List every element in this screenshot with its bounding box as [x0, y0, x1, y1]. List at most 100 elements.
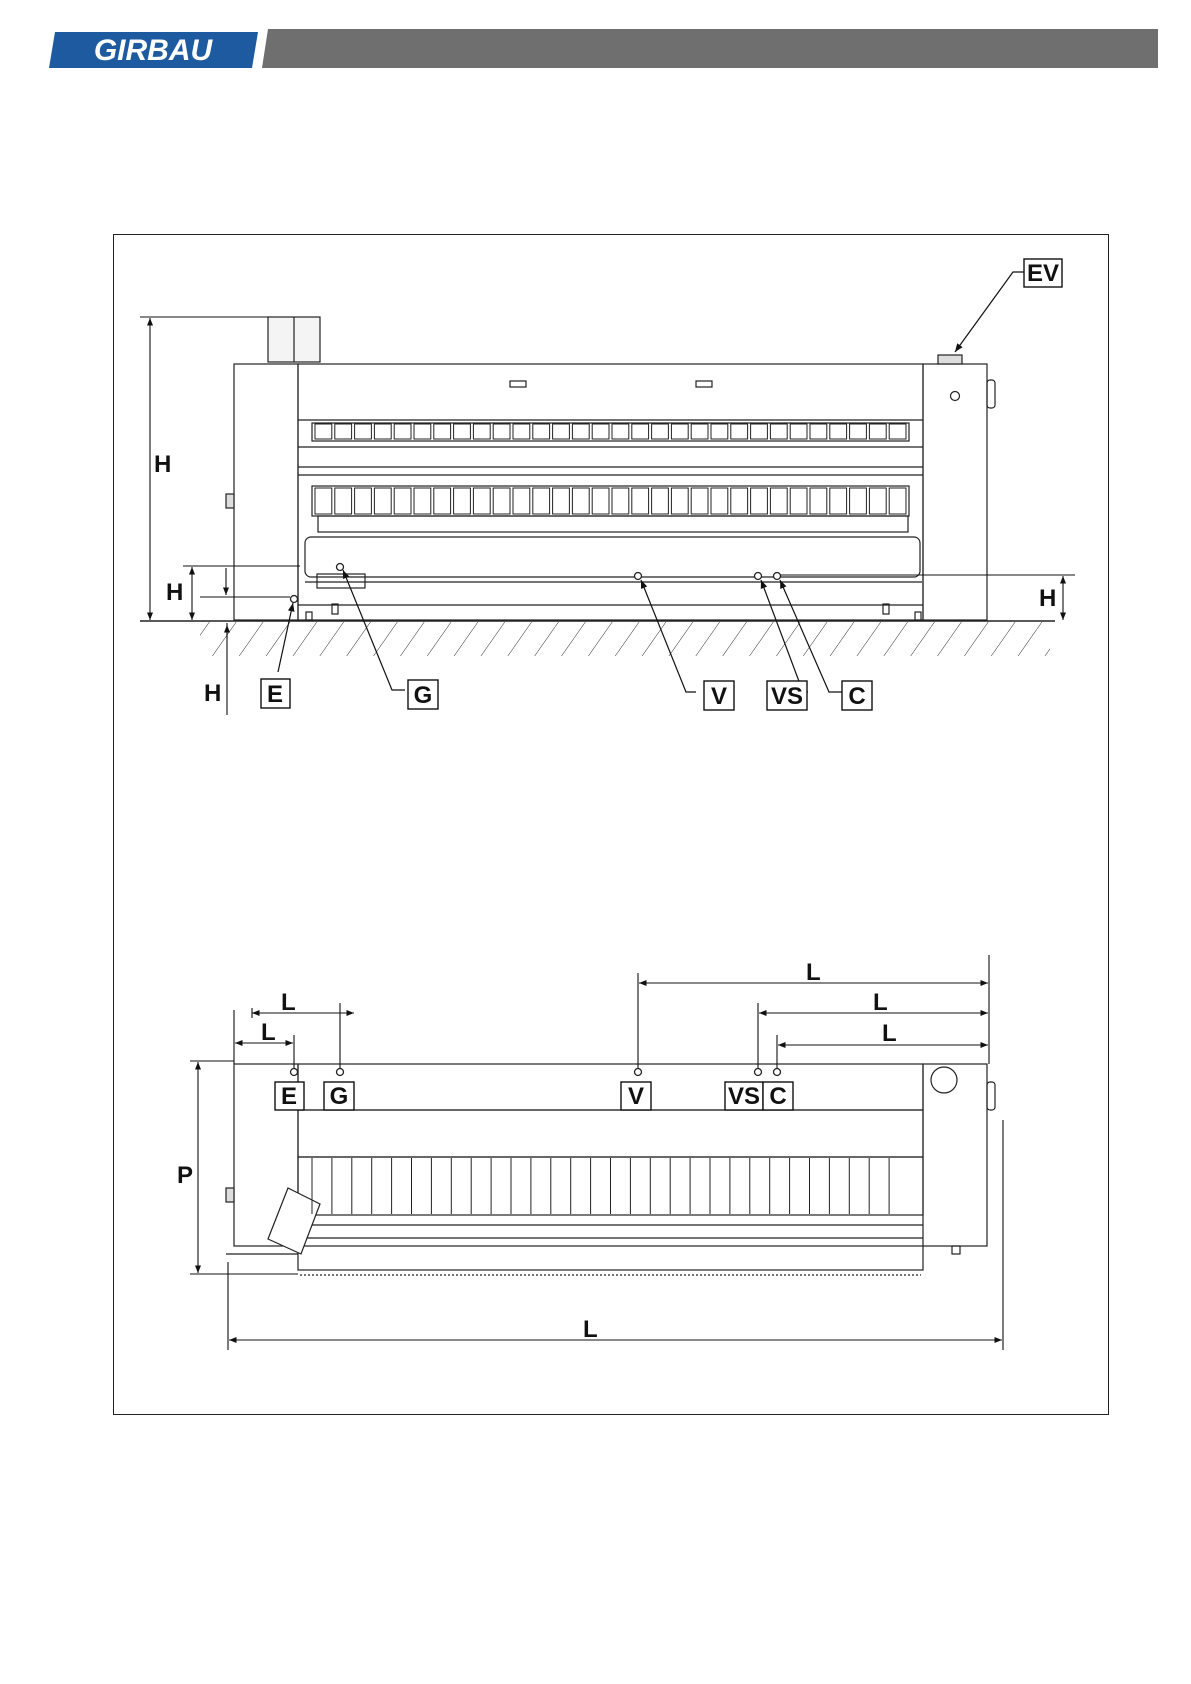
top-point-g: [337, 1069, 344, 1076]
front-lower-roller-segment: [652, 488, 669, 514]
top-connection-points: [291, 1069, 781, 1076]
callout-e: E: [267, 681, 283, 708]
front-lower-roller-segment: [810, 488, 827, 514]
top-point-vs: [755, 1069, 762, 1076]
dim-l-to-c: L: [882, 1020, 897, 1047]
front-upper-roller-segment: [553, 424, 570, 439]
dim-l-to-v: L: [806, 959, 821, 986]
front-lower-roller-segment: [493, 488, 510, 514]
dim-height-left-conn: H: [166, 579, 183, 606]
front-lower-roller-segment: [869, 488, 886, 514]
left-frame: [234, 364, 298, 620]
top-view-gauge: [931, 1067, 957, 1093]
callout-ev: EV: [1027, 260, 1059, 287]
callout-g: G: [414, 682, 433, 709]
dim-depth: P: [177, 1162, 193, 1189]
front-upper-roller-segment: [355, 424, 372, 439]
top-point-v: [635, 1069, 642, 1076]
front-point-c: [774, 573, 781, 580]
steam-valve: [938, 355, 962, 364]
top-point-e: [291, 1069, 298, 1076]
top-callout-v: V: [628, 1083, 644, 1110]
top-roller-segments: [312, 1158, 889, 1214]
front-lower-roller-segment: [592, 488, 609, 514]
front-dimension-labels: H H H H: [154, 451, 1056, 707]
front-lower-roller-segment: [889, 488, 906, 514]
front-point-v: [635, 573, 642, 580]
front-connection-points: [291, 564, 781, 603]
callout-vs: VS: [771, 683, 803, 710]
front-point-vs: [755, 573, 762, 580]
dim-l-to-e: L: [261, 1019, 276, 1046]
dim-height-right-conn: H: [1039, 585, 1056, 612]
front-upper-roller-segment: [889, 424, 906, 439]
front-lower-roller-segment: [374, 488, 391, 514]
front-point-e: [291, 596, 298, 603]
front-lower-roller-segment: [394, 488, 411, 514]
front-point-g: [337, 564, 344, 571]
front-lower-roller-segment: [830, 488, 847, 514]
front-upper-roller-segment: [572, 424, 589, 439]
front-upper-roller-segment: [434, 424, 451, 439]
dim-l-to-vs: L: [873, 989, 888, 1016]
front-lower-roller-segment: [711, 488, 728, 514]
top-dimension-labels: L L L L L P L: [177, 959, 897, 1343]
front-lower-roller-segment: [671, 488, 688, 514]
front-upper-roller-segment: [414, 424, 431, 439]
dim-height-total: H: [154, 451, 171, 478]
top-callout-c: C: [769, 1083, 786, 1110]
front-lower-roller-segment: [731, 488, 748, 514]
callout-c: C: [848, 683, 865, 710]
front-upper-roller-segment: [592, 424, 609, 439]
front-lower-roller-segment: [691, 488, 708, 514]
front-lower-roller-segment: [632, 488, 649, 514]
front-lower-roller-segment: [533, 488, 550, 514]
front-upper-roller-segment: [335, 424, 352, 439]
dim-height-below-floor: H: [204, 680, 221, 707]
front-lower-roller-segment: [751, 488, 768, 514]
front-upper-roller-segment: [454, 424, 471, 439]
front-lower-roller-segment: [612, 488, 629, 514]
top-callout-labels: E G V VS C: [281, 1083, 787, 1110]
front-lower-roller-segment: [770, 488, 787, 514]
front-upper-roller-segment: [751, 424, 768, 439]
top-callouts: [275, 1082, 793, 1110]
top-callout-vs: VS: [728, 1083, 760, 1110]
front-upper-roller-segment: [671, 424, 688, 439]
top-callout-g: G: [330, 1083, 349, 1110]
front-upper-roller-segment: [869, 424, 886, 439]
front-upper-roller-segment: [612, 424, 629, 439]
front-lower-roller-segment: [572, 488, 589, 514]
front-lower-roller-segment: [315, 488, 332, 514]
front-upper-roller-segment: [810, 424, 827, 439]
front-lower-roller-segment: [454, 488, 471, 514]
dim-length-total: L: [583, 1316, 598, 1343]
front-upper-roller-segment: [394, 424, 411, 439]
front-upper-roller-segment: [691, 424, 708, 439]
front-upper-roller-segment: [374, 424, 391, 439]
front-upper-roller-segment: [731, 424, 748, 439]
front-upper-roller-segment: [790, 424, 807, 439]
front-upper-roller-segment: [770, 424, 787, 439]
front-upper-roller-segment: [850, 424, 867, 439]
front-upper-roller-segment: [830, 424, 847, 439]
front-view: [140, 317, 1055, 656]
front-lower-roller-segment: [355, 488, 372, 514]
callout-v: V: [711, 683, 727, 710]
front-lower-roller-segment: [513, 488, 530, 514]
top-point-c: [774, 1069, 781, 1076]
right-frame: [923, 364, 987, 620]
front-upper-roller-segment: [533, 424, 550, 439]
front-upper-roller-segment: [711, 424, 728, 439]
front-upper-roller-segment: [513, 424, 530, 439]
front-lower-roller-segment: [473, 488, 490, 514]
front-upper-roller-segment: [493, 424, 510, 439]
dim-l-to-g: L: [281, 989, 296, 1016]
front-lower-roller-segment: [434, 488, 451, 514]
front-lower-roller-segment: [553, 488, 570, 514]
front-lower-roller-segment: [414, 488, 431, 514]
front-upper-roller-segment: [473, 424, 490, 439]
front-roller-segments: [315, 424, 906, 514]
front-lower-roller-segment: [335, 488, 352, 514]
